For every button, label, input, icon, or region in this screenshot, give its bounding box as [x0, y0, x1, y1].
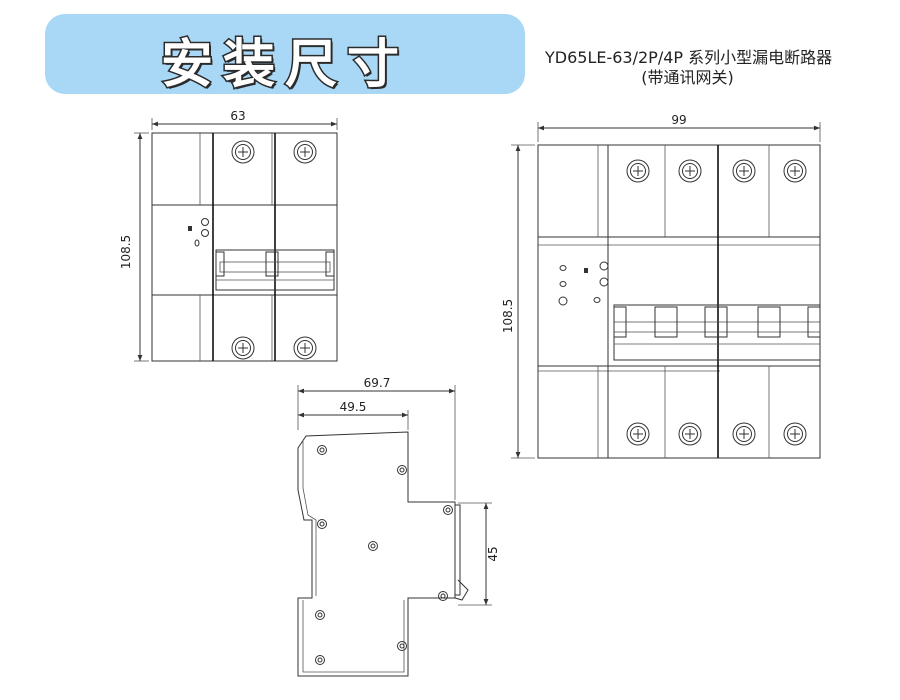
section-header-banner: 安装尺寸: [45, 14, 525, 97]
two-pole-width-label: 63: [230, 109, 245, 123]
product-title-line2: (带通讯网关): [641, 68, 734, 87]
side-view: 69.7 49.5 45: [297, 376, 500, 677]
four-pole-height-label: 108.5: [501, 299, 515, 333]
product-title-line1: YD65LE-63/2P/4P 系列小型漏电断路器: [545, 48, 833, 67]
two-pole-front-view: 63 108.5: [119, 109, 338, 362]
side-depth-front-label: 49.5: [340, 400, 367, 414]
four-pole-front-view: 99 108.5: [501, 113, 821, 459]
two-pole-height-label: 108.5: [119, 235, 133, 269]
side-depth-total-label: 69.7: [364, 376, 391, 390]
side-rail-height-label: 45: [486, 546, 500, 561]
product-title: YD65LE-63/2P/4P 系列小型漏电断路器 (带通讯网关): [545, 48, 890, 88]
section-title: 安装尺寸: [159, 34, 409, 97]
four-pole-width-label: 99: [671, 113, 686, 127]
